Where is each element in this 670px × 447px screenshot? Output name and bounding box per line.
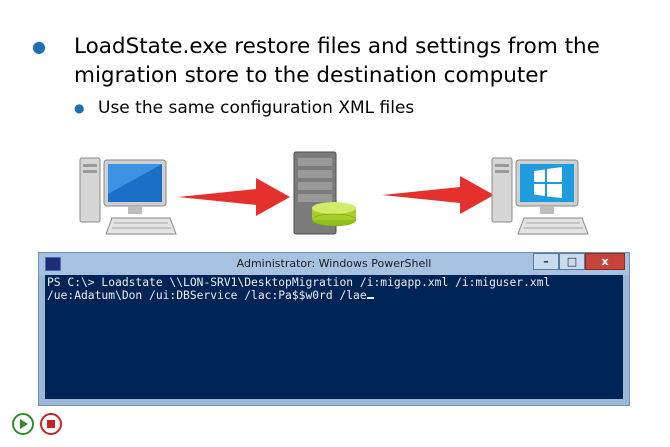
minimize-button[interactable]: – <box>533 253 559 270</box>
console-output[interactable]: PS C:\> Loadstate \\LON-SRV1\DesktopMigr… <box>45 275 623 399</box>
play-button[interactable] <box>12 413 34 435</box>
sub-bullet: ● Use the same configuration XML files <box>74 96 634 120</box>
window-title: Administrator: Windows PowerShell <box>236 257 432 270</box>
windows-computer-icon <box>491 157 589 235</box>
main-bullet-text: LoadState.exe restore files and settings… <box>74 34 600 88</box>
bullet-icon: ● <box>32 37 46 56</box>
text-cursor <box>366 297 374 299</box>
powershell-window[interactable]: Administrator: Windows PowerShell – □ x … <box>38 252 630 406</box>
window-titlebar[interactable]: Administrator: Windows PowerShell – □ x <box>39 253 629 275</box>
play-icon <box>20 419 28 429</box>
main-bullet: ● LoadState.exe restore files and settin… <box>32 32 652 90</box>
sub-bullet-text: Use the same configuration XML files <box>98 98 415 118</box>
close-button[interactable]: x <box>585 253 625 270</box>
server-database-icon <box>293 151 357 235</box>
stop-button[interactable] <box>40 413 62 435</box>
window-controls: – □ x <box>533 253 625 271</box>
stop-icon <box>47 420 55 428</box>
desktop-computer-icon <box>79 157 177 235</box>
right-arrow-icon <box>178 178 290 216</box>
console-line: PS C:\> Loadstate \\LON-SRV1\DesktopMigr… <box>47 276 551 289</box>
console-line: /ue:Adatum\Don /ui:DBService /lac:Pa$$w0… <box>47 289 367 302</box>
bullet-icon: ● <box>74 101 85 115</box>
maximize-button[interactable]: □ <box>559 253 585 270</box>
powershell-icon[interactable] <box>45 257 61 271</box>
right-arrow-icon <box>382 176 494 214</box>
